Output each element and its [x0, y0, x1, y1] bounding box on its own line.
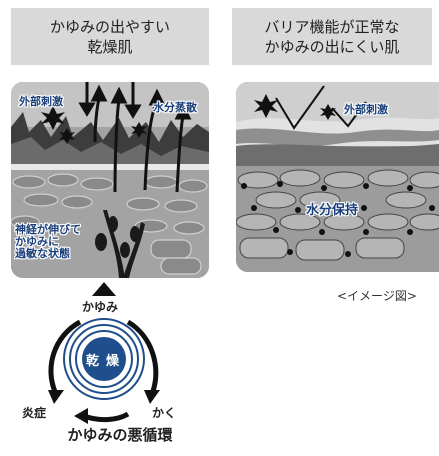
cycle-itch-label: かゆみ: [82, 300, 119, 314]
healthy-skin-illustration: 外部刺激 水分保持: [236, 82, 439, 272]
cycle-title: かゆみの悪循環: [67, 426, 173, 444]
cycle-scratch-label: かく: [152, 406, 177, 420]
cycle-graphic: [48, 282, 160, 424]
external-stimulus-label: 外部刺激: [19, 95, 63, 108]
core-char-2: 燥: [106, 354, 120, 369]
up-triangle-icon: [92, 282, 116, 296]
stimulus-icons: [41, 106, 147, 144]
healthy-skin-header: バリア機能が正常な かゆみの出にくい肌: [232, 8, 432, 65]
dry-skin-cross-section: [11, 82, 209, 278]
image-caption: <イメージ図>: [337, 289, 417, 303]
water-droplets: [241, 181, 435, 257]
water-retention-label: 水分保持: [306, 203, 359, 218]
water-evaporation-label: 水分蒸散: [153, 101, 197, 114]
dry-skin-illustration: 外部刺激 水分蒸散 神経が伸びて かゆみに 過敏な状態: [11, 82, 209, 278]
healthy-skin-header-text: バリア機能が正常な かゆみの出にくい肌: [264, 17, 400, 56]
cell-layer: [236, 169, 439, 261]
deflection-arrows: [275, 85, 367, 130]
cycle-arrowheads: [48, 390, 160, 424]
flow-arrows: [78, 82, 192, 193]
dry-skin-header: かゆみの出やすい 乾燥肌: [11, 8, 209, 65]
external-stimulus-label-right: 外部刺激: [344, 103, 388, 116]
cycle-arrows: [48, 319, 159, 423]
cycle-inflammation-label: 炎症: [22, 406, 47, 420]
cell-layer: [11, 173, 208, 275]
healthy-skin-cross-section: [236, 82, 439, 272]
nerve-extension-label: 神経が伸びて かゆみに 過敏な状態: [15, 223, 81, 260]
dryness-core: [63, 318, 145, 400]
dry-skin-header-text: かゆみの出やすい 乾燥肌: [49, 17, 170, 56]
core-char-1: 乾: [86, 354, 100, 369]
stimulus-icons: [254, 94, 336, 120]
nerve-fibers: [95, 210, 145, 278]
itch-cycle-diagram: 乾 燥 かゆみ 炎症 かく: [22, 272, 212, 452]
